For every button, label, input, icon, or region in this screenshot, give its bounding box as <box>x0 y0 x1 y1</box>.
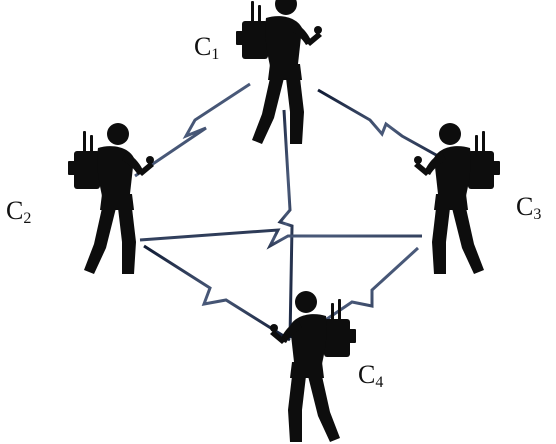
node-label-c2-index: 2 <box>23 210 32 227</box>
node-label-c3: C3 <box>516 194 541 223</box>
node-label-c3-letter: C <box>516 192 534 221</box>
soldier-c4-icon <box>270 291 356 442</box>
link-c2-c3 <box>139 228 422 250</box>
node-label-c1-index: 1 <box>211 46 220 63</box>
link-group <box>134 82 457 342</box>
link-c2-c4 <box>143 244 291 342</box>
node-label-c2-letter: C <box>6 196 24 225</box>
soldier-c3-icon <box>414 123 500 274</box>
link-c1-c3 <box>317 88 457 168</box>
node-label-c1: C1 <box>194 34 219 63</box>
link-c1-c4 <box>277 109 294 339</box>
node-label-c2: C2 <box>6 198 31 227</box>
node-label-c3-index: 3 <box>533 206 542 223</box>
soldier-c1-icon <box>236 0 322 144</box>
soldier-c2-icon <box>68 123 154 274</box>
node-label-c4-letter: C <box>358 360 376 389</box>
link-c1-c2 <box>134 82 251 178</box>
node-label-c4: C4 <box>358 362 383 391</box>
node-label-c1-letter: C <box>194 32 212 61</box>
node-label-c4-index: 4 <box>375 374 384 391</box>
